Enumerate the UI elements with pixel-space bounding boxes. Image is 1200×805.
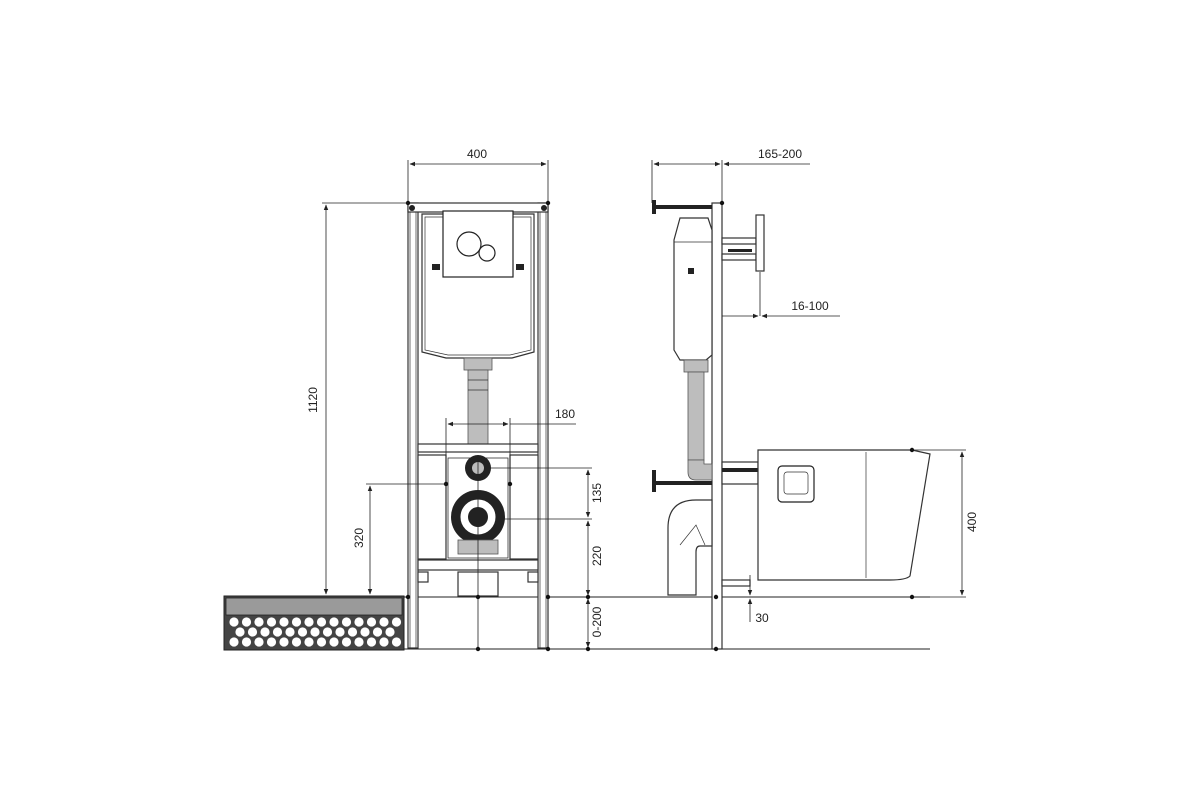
drain-elbow xyxy=(667,499,713,596)
side-view xyxy=(652,200,931,650)
insulation-hole xyxy=(316,637,327,647)
insulation-hole xyxy=(354,637,364,647)
dim-bowl-height: 400 xyxy=(965,512,979,532)
flush-pipe xyxy=(467,369,489,449)
insulation-hole xyxy=(385,627,395,637)
frame-right-rail xyxy=(537,202,549,649)
insulation-hole xyxy=(291,637,302,647)
insulation-hole xyxy=(335,627,345,637)
insulation-hole xyxy=(291,617,302,627)
insulation-hole xyxy=(297,627,308,637)
dim-front-height: 1120 xyxy=(306,387,320,413)
insulation-hole xyxy=(272,627,283,637)
insulation-hole xyxy=(241,637,252,647)
insulation-hole xyxy=(322,627,333,637)
insulation-hole xyxy=(360,627,370,637)
insulation-hole xyxy=(266,617,277,627)
frame-left-rail xyxy=(407,202,419,649)
floor-section xyxy=(223,595,930,651)
insulation-hole xyxy=(354,617,364,627)
insulation-hole xyxy=(310,627,320,637)
dim-side-adjust: 16-100 xyxy=(791,299,829,313)
insulation-hole xyxy=(260,627,270,637)
insulation-hole xyxy=(391,617,402,627)
insulation-hole xyxy=(229,637,239,647)
front-dimensions: 400 1120 180 320 135 220 0-200 xyxy=(306,147,604,652)
floor-insulation-pattern xyxy=(229,617,402,647)
insulation-hole xyxy=(279,617,289,627)
insulation-hole xyxy=(241,617,252,627)
insulation-hole xyxy=(266,637,277,647)
insulation-hole xyxy=(235,627,245,637)
cistern-side xyxy=(673,217,713,361)
dim-bolt-height: 320 xyxy=(352,528,366,548)
insulation-hole xyxy=(372,627,383,637)
flush-button-large-icon xyxy=(456,231,482,257)
dim-outlet-offset: 135 xyxy=(590,483,604,503)
side-post xyxy=(711,202,723,650)
insulation-hole xyxy=(229,617,239,627)
insulation-hole xyxy=(341,617,352,627)
dim-bowl-spacing: 180 xyxy=(555,407,575,421)
insulation-hole xyxy=(379,617,389,627)
flush-button-small-icon xyxy=(478,244,496,262)
insulation-hole xyxy=(254,637,264,647)
dim-front-width: 400 xyxy=(467,147,487,161)
dim-side-depth: 165-200 xyxy=(758,147,802,161)
insulation-hole xyxy=(347,627,358,637)
insulation-hole xyxy=(285,627,295,637)
insulation-hole xyxy=(304,637,314,647)
insulation-hole xyxy=(366,617,377,627)
insulation-hole xyxy=(247,627,258,637)
insulation-hole xyxy=(254,617,264,627)
insulation-hole xyxy=(366,637,377,647)
insulation-hole xyxy=(329,617,339,627)
dim-side-gap: 30 xyxy=(755,611,769,625)
insulation-hole xyxy=(379,637,389,647)
bowl-seat-hinge xyxy=(777,465,815,503)
dim-outlet-height: 220 xyxy=(590,546,604,566)
insulation-hole xyxy=(304,617,314,627)
side-dimensions: 165-200 16-100 400 30 xyxy=(651,147,979,652)
insulation-hole xyxy=(316,617,327,627)
insulation-hole xyxy=(391,637,402,647)
insulation-hole xyxy=(279,637,289,647)
dim-floor-adjust: 0-200 xyxy=(590,606,604,637)
insulation-hole xyxy=(329,637,339,647)
insulation-hole xyxy=(341,637,352,647)
